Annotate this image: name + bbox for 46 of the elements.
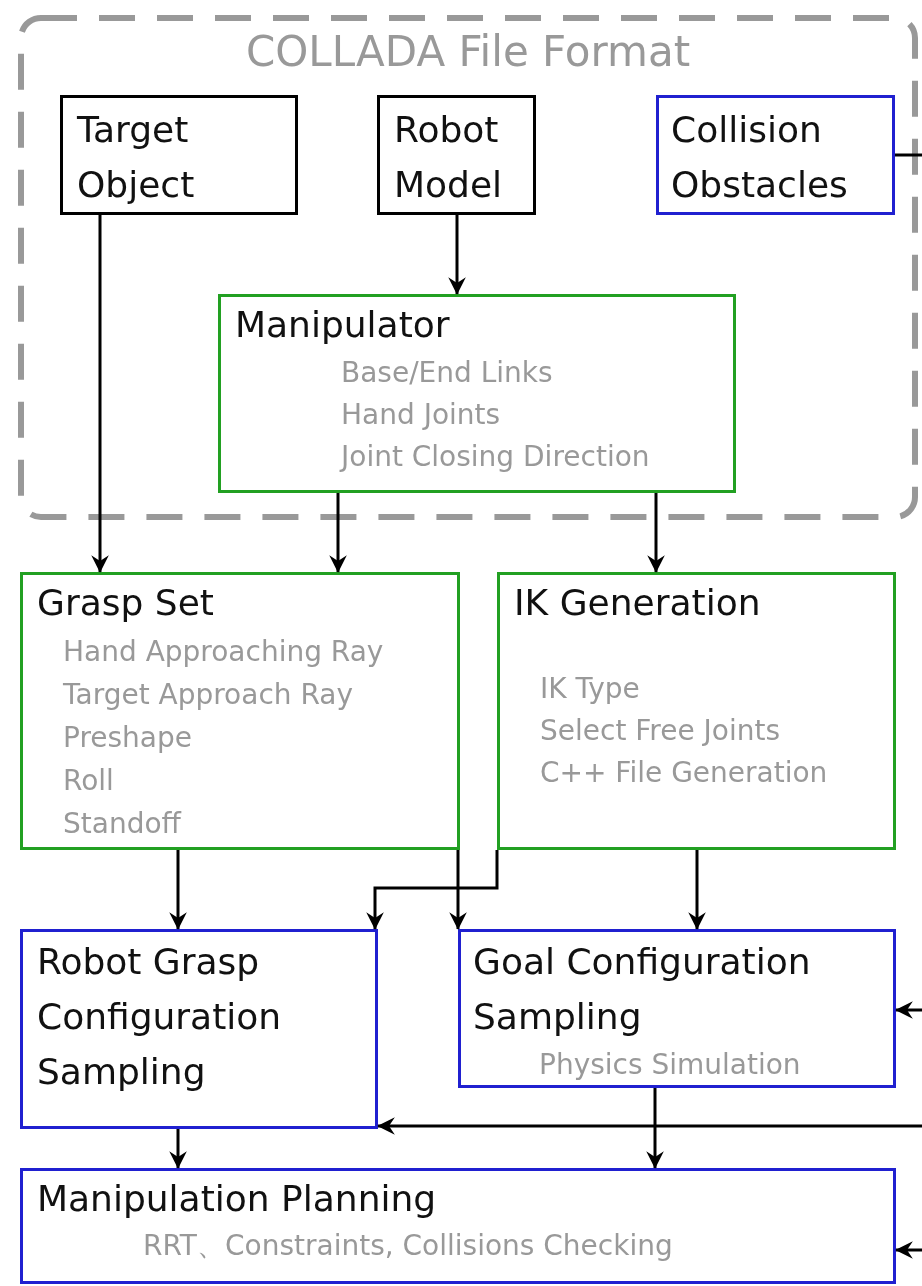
- box-heading: Grasp Set: [37, 581, 214, 625]
- process-box: [20, 929, 378, 1129]
- box-detail: Standoff: [63, 806, 181, 842]
- process-box: [20, 1168, 896, 1284]
- process-box: [20, 572, 460, 850]
- process-box: [656, 95, 895, 215]
- process-box: [218, 294, 736, 493]
- box-detail: Target Approach Ray: [63, 677, 354, 713]
- box-heading: Robot Model: [394, 108, 504, 207]
- box-detail: C++ File Generation: [540, 755, 828, 791]
- process-box: [60, 95, 298, 215]
- arrow: [449, 850, 467, 930]
- box-heading: Goal Configuration Sampling: [473, 940, 812, 1039]
- box-heading: Target Object: [77, 108, 196, 207]
- box-heading: Collision Obstacles: [671, 108, 849, 207]
- box-detail: Joint Closing Direction: [341, 439, 650, 475]
- box-detail: Base/End Links: [341, 355, 553, 391]
- arrow: [329, 493, 347, 573]
- arrow: [377, 1117, 922, 1135]
- box-detail: Physics Simulation: [539, 1047, 801, 1083]
- arrow: [169, 850, 187, 930]
- box-detail: Hand Approaching Ray: [63, 634, 384, 670]
- box-detail: Preshape: [63, 720, 192, 756]
- process-box: [497, 572, 896, 850]
- connector-line: [895, 153, 922, 157]
- arrow: [646, 1088, 664, 1169]
- box-heading: IK Generation: [514, 581, 761, 625]
- arrow: [91, 215, 109, 573]
- box-detail: IK Type: [540, 671, 640, 707]
- process-box: [458, 929, 896, 1088]
- box-heading: Robot Grasp Configuration Sampling: [37, 940, 283, 1094]
- arrow: [366, 850, 499, 930]
- arrow: [688, 850, 706, 930]
- box-heading: Manipulation Planning: [37, 1177, 437, 1221]
- arrow: [169, 1129, 187, 1169]
- arrow: [895, 1001, 922, 1019]
- box-detail: Select Free Joints: [540, 713, 781, 749]
- box-detail: Hand Joints: [341, 397, 501, 433]
- group-frame: [18, 15, 918, 520]
- box-heading: Manipulator: [235, 303, 450, 347]
- arrow: [448, 215, 466, 295]
- box-detail: Roll: [63, 763, 114, 799]
- arrow: [895, 1241, 922, 1259]
- box-detail: RRT、Constraints, Collisions Checking: [143, 1228, 673, 1264]
- process-box: [377, 95, 536, 215]
- arrow: [647, 493, 665, 573]
